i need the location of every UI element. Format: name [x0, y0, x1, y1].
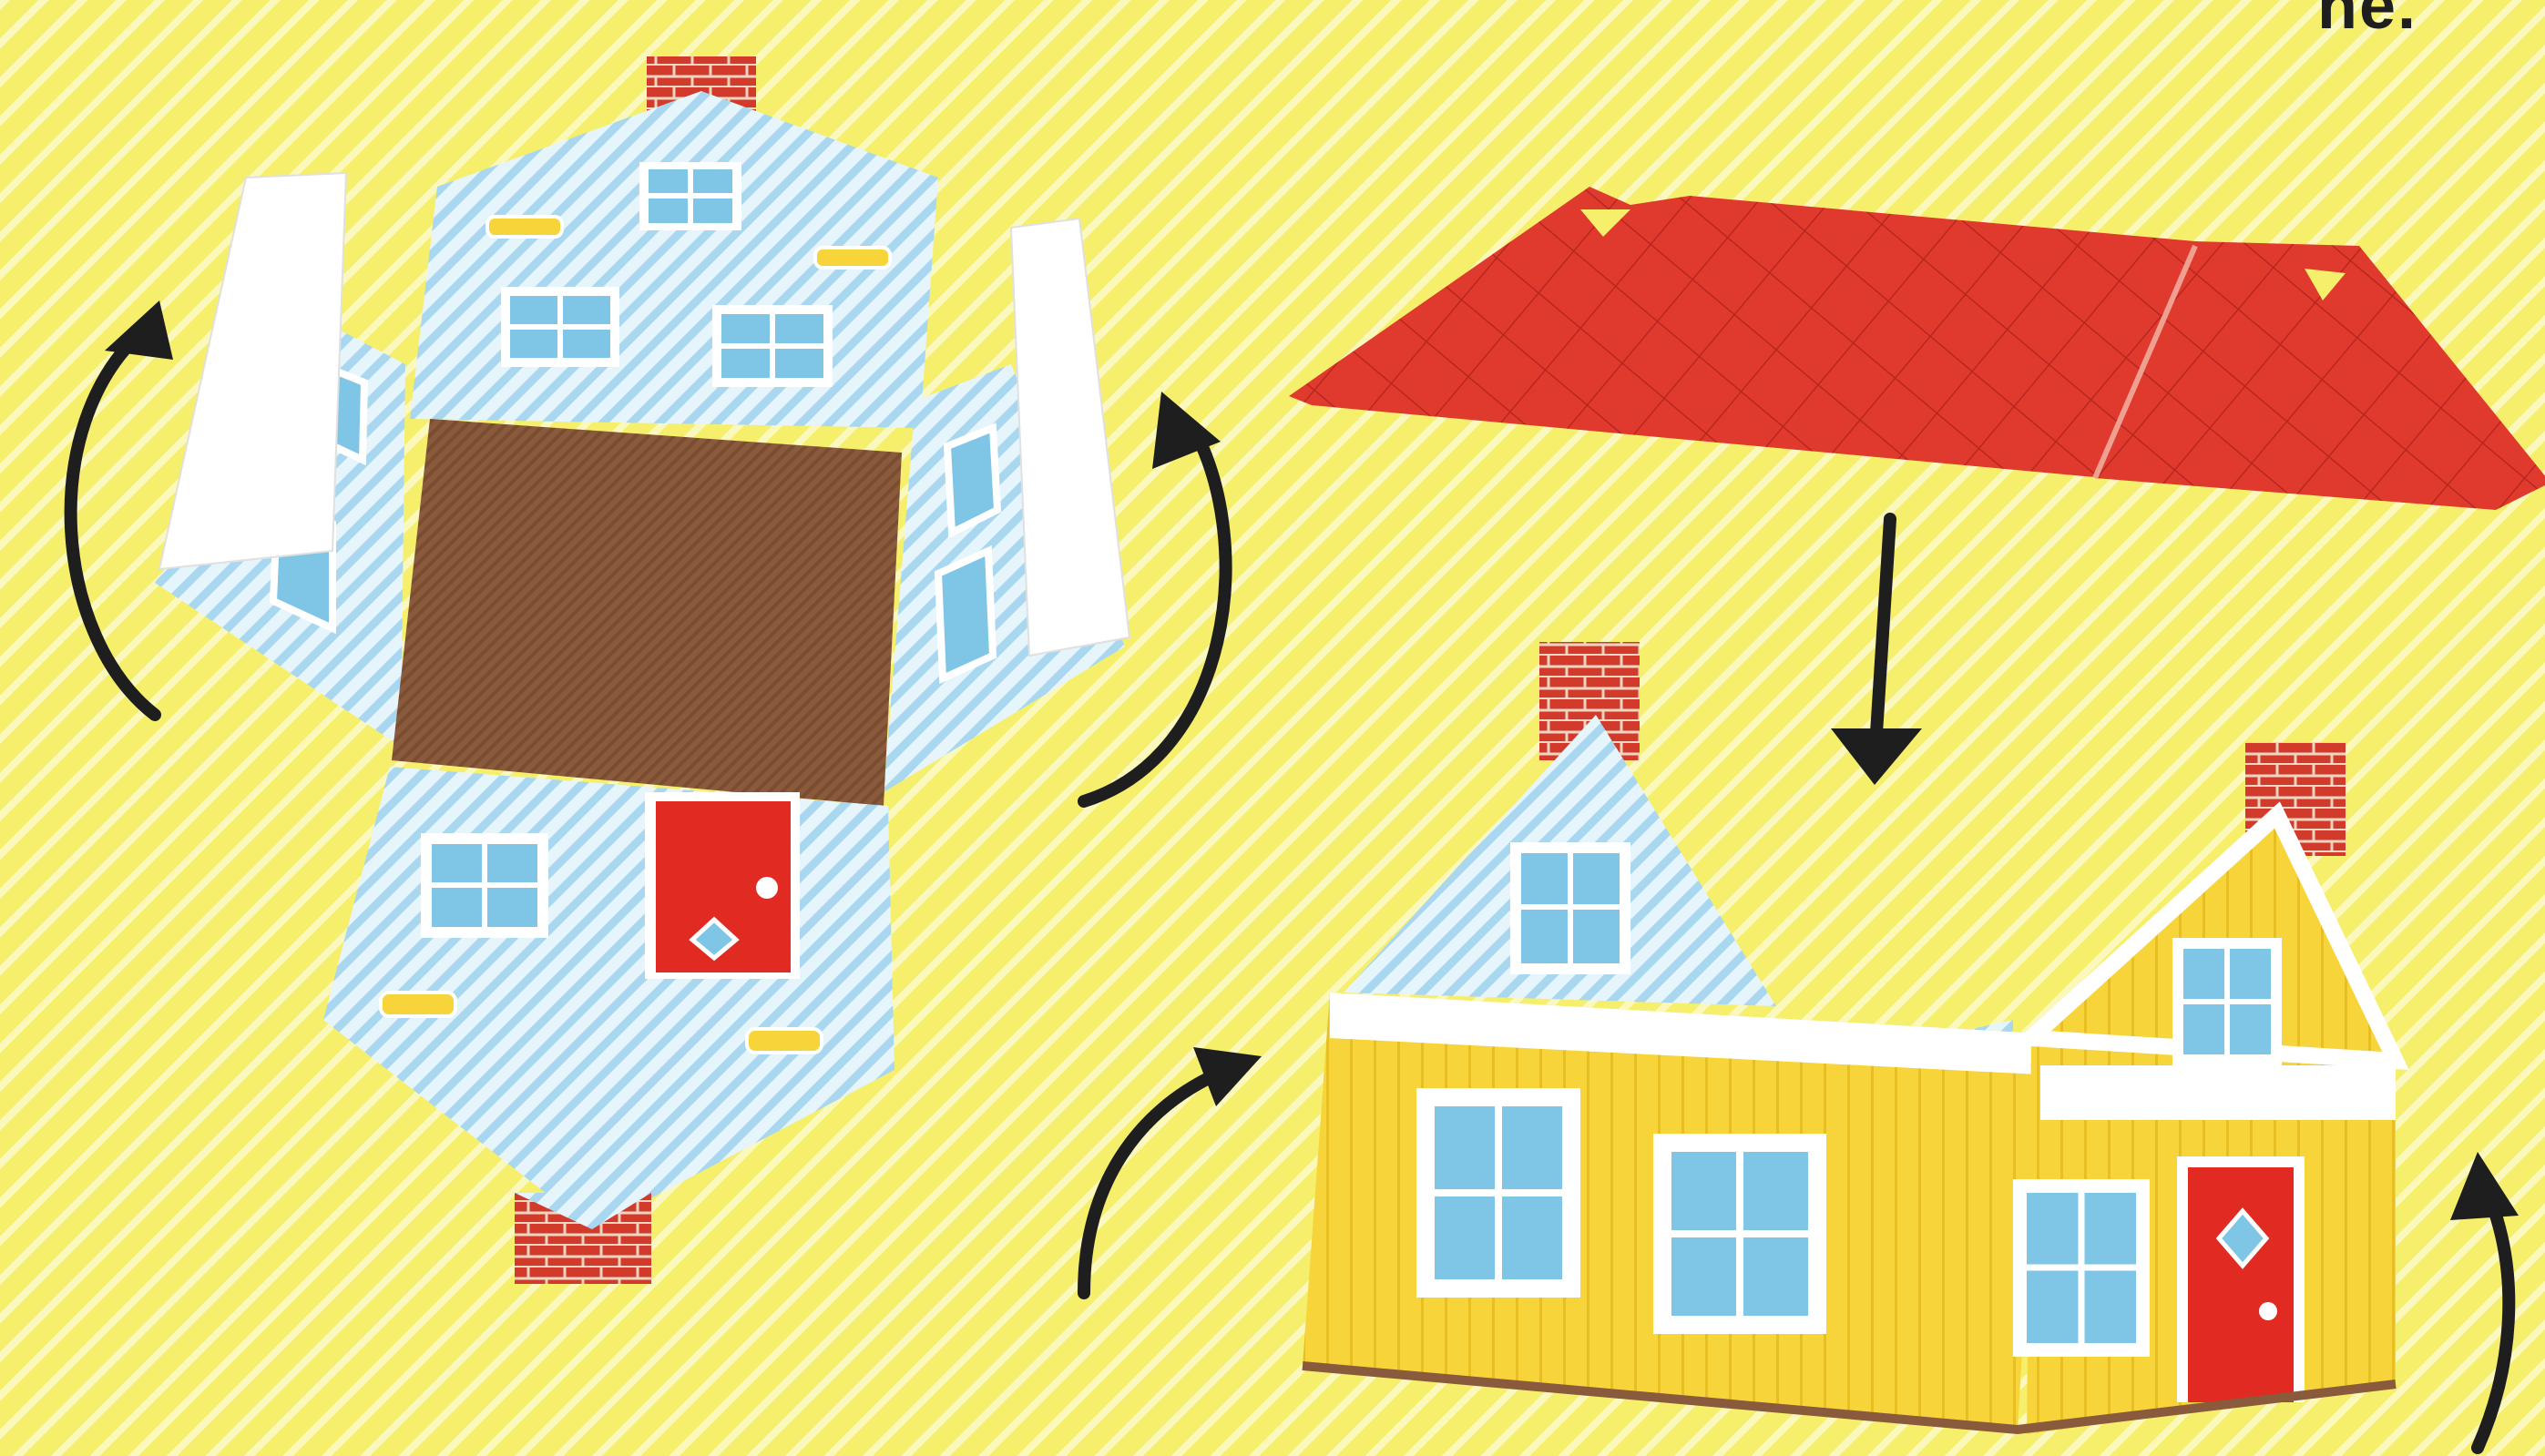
- net-back-window-top: [639, 162, 741, 230]
- assembled-house: [1303, 642, 2396, 1434]
- net-floor: [392, 419, 902, 806]
- assembled-front-window-2: [1653, 1134, 1826, 1334]
- net-right-window-2: [938, 551, 993, 678]
- net-back-window-right: [712, 305, 833, 387]
- unfolded-house-net: [155, 56, 1129, 1284]
- net-tab-slot-left: [487, 217, 562, 237]
- fold-up-left-arrow-icon: [71, 300, 173, 715]
- assembled-back-gable-window: [1510, 842, 1630, 974]
- roof-down-arrow-icon: [1831, 519, 1922, 785]
- roof-piece: [1289, 187, 2545, 510]
- assembled-right-gable-band: [2040, 1065, 2396, 1120]
- assembled-front-window-1: [1416, 1088, 1580, 1298]
- net-front-window: [421, 833, 548, 938]
- assembled-door: [2177, 1156, 2305, 1402]
- net-back-window-left: [501, 287, 619, 367]
- assembled-fold-left-arrow-icon: [1084, 1047, 1262, 1293]
- assembled-gable-window: [2172, 938, 2282, 1065]
- net-tab-slot-right: [815, 248, 890, 268]
- net-left-white-flap: [159, 173, 346, 569]
- net-front-door: [645, 792, 800, 979]
- net-right-white-flap: [1011, 219, 1129, 656]
- assembled-side-window: [2013, 1179, 2150, 1357]
- net-front-slot-right: [747, 1029, 822, 1053]
- net-front-slot-left: [381, 993, 455, 1016]
- assembled-fold-right-arrow-icon: [2450, 1152, 2519, 1448]
- net-right-window-1: [947, 428, 997, 533]
